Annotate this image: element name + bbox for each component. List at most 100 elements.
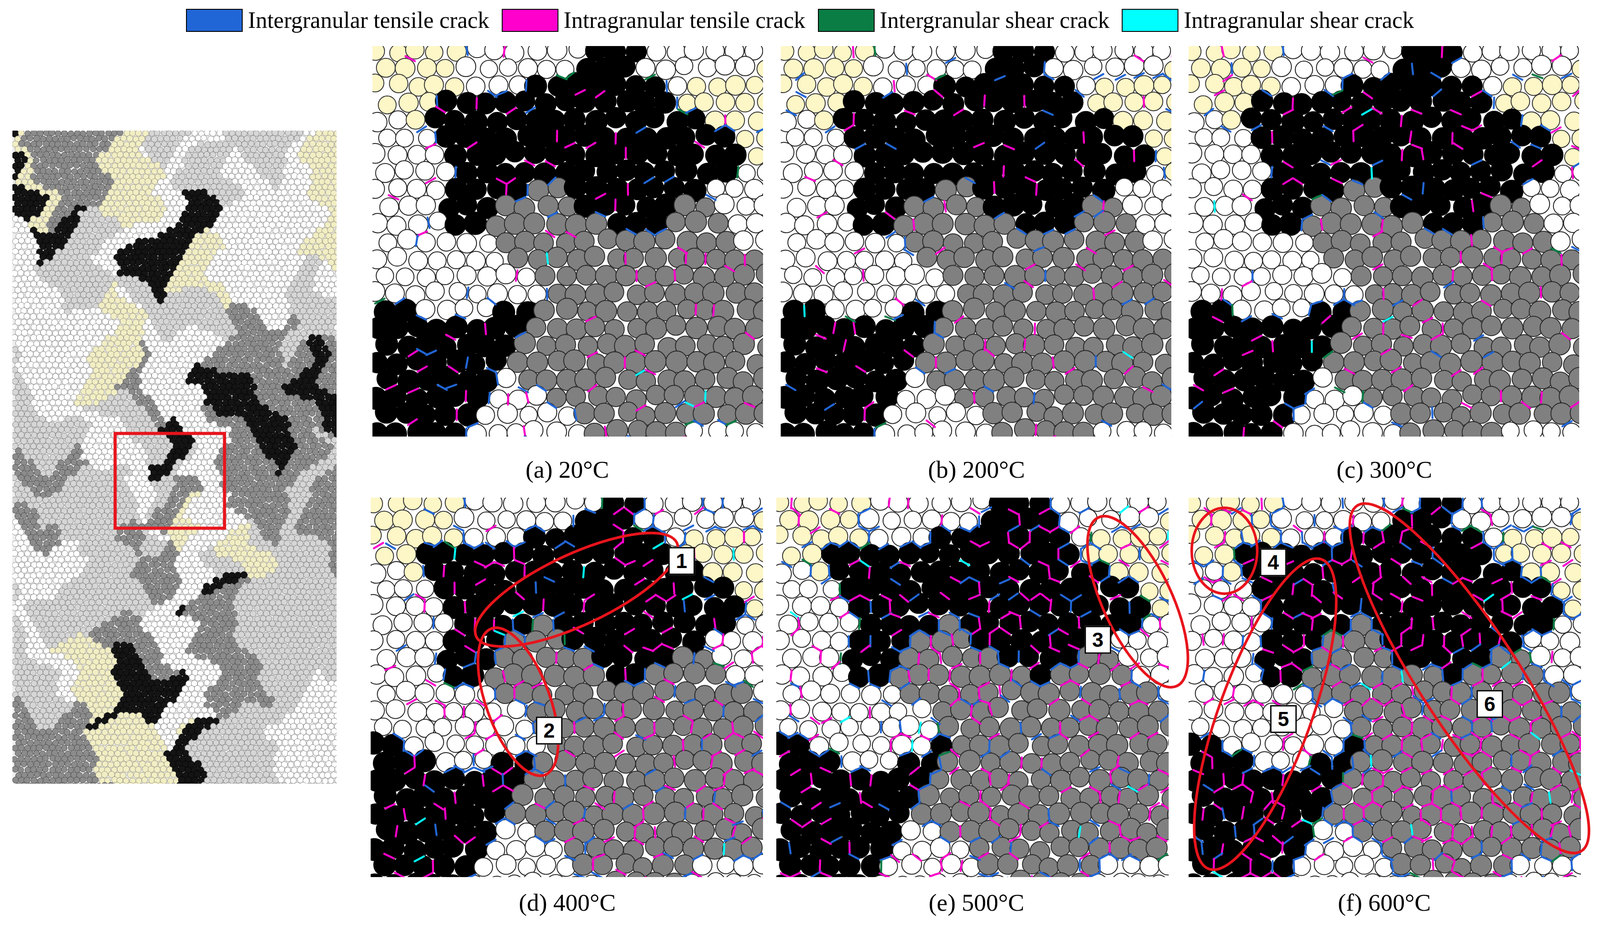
particle [321, 216, 328, 223]
particle [123, 162, 130, 169]
particle [170, 210, 177, 217]
particle [265, 194, 273, 202]
particle [331, 264, 339, 272]
particle [278, 281, 285, 288]
particle [313, 168, 320, 175]
particle [129, 194, 136, 201]
particle [144, 297, 152, 304]
particle [213, 286, 220, 293]
particle [271, 313, 279, 320]
particle [176, 232, 184, 240]
particle [309, 248, 316, 255]
particle [225, 297, 233, 305]
particle [114, 329, 121, 336]
particle [231, 296, 239, 304]
particle [96, 146, 103, 152]
particle [83, 146, 90, 152]
particle [211, 248, 217, 255]
particle [172, 183, 179, 190]
particle [85, 302, 93, 309]
particle [71, 275, 78, 283]
particle [265, 226, 272, 234]
particle [145, 286, 152, 293]
particle [24, 173, 31, 180]
particle [219, 210, 226, 217]
particle [120, 232, 127, 239]
particle [294, 135, 300, 142]
particle [64, 178, 71, 185]
particle [244, 135, 251, 142]
particle [194, 146, 202, 153]
particle [70, 232, 77, 239]
particle [194, 307, 202, 314]
particle [226, 200, 233, 206]
particle [46, 178, 53, 186]
particle [226, 254, 233, 261]
particle [207, 275, 214, 282]
particle [148, 183, 155, 190]
particle [55, 162, 62, 169]
particle [328, 302, 335, 309]
particle [61, 324, 68, 330]
particle [296, 205, 303, 212]
particle [42, 323, 50, 330]
particle [322, 281, 330, 288]
particle [27, 243, 34, 250]
particle [102, 146, 109, 153]
particle [204, 280, 211, 287]
particle [201, 243, 208, 250]
particle [285, 140, 291, 147]
particle [287, 135, 294, 142]
particle [250, 264, 257, 272]
particle [201, 156, 208, 163]
particle [132, 178, 140, 185]
particle [45, 200, 52, 207]
particle [222, 172, 229, 179]
particle [281, 178, 288, 185]
particle [222, 323, 229, 330]
particle [309, 237, 316, 245]
particle [313, 308, 320, 314]
particle [250, 221, 258, 229]
particle [126, 329, 133, 336]
particle [263, 308, 270, 315]
particle [77, 135, 84, 142]
particle [175, 297, 183, 304]
particle [173, 313, 180, 320]
particle [116, 194, 123, 201]
particle [74, 173, 81, 180]
particle [300, 297, 307, 304]
particle [269, 189, 276, 195]
particle [268, 286, 276, 293]
particle [163, 307, 170, 314]
particle [99, 324, 106, 331]
particle [327, 323, 335, 331]
particle [54, 226, 62, 233]
particle [237, 297, 245, 304]
particle [284, 237, 291, 244]
particle [197, 313, 204, 320]
particle [318, 135, 325, 142]
particle [166, 291, 173, 298]
particle [92, 323, 99, 330]
particle [278, 237, 284, 244]
particle [111, 183, 118, 190]
particle [18, 140, 25, 147]
particle [290, 227, 297, 234]
particle [321, 162, 329, 169]
particle [79, 227, 87, 234]
particle [213, 243, 220, 250]
particle [33, 297, 40, 304]
particle [200, 135, 207, 141]
particle [309, 291, 317, 299]
particle [219, 329, 226, 336]
particle [79, 313, 86, 320]
particle [145, 135, 152, 142]
particle [201, 167, 208, 174]
particle [116, 151, 124, 158]
particle [257, 178, 264, 185]
particle [232, 199, 239, 206]
particle [58, 145, 65, 152]
particle [203, 302, 210, 309]
particle [126, 178, 133, 185]
